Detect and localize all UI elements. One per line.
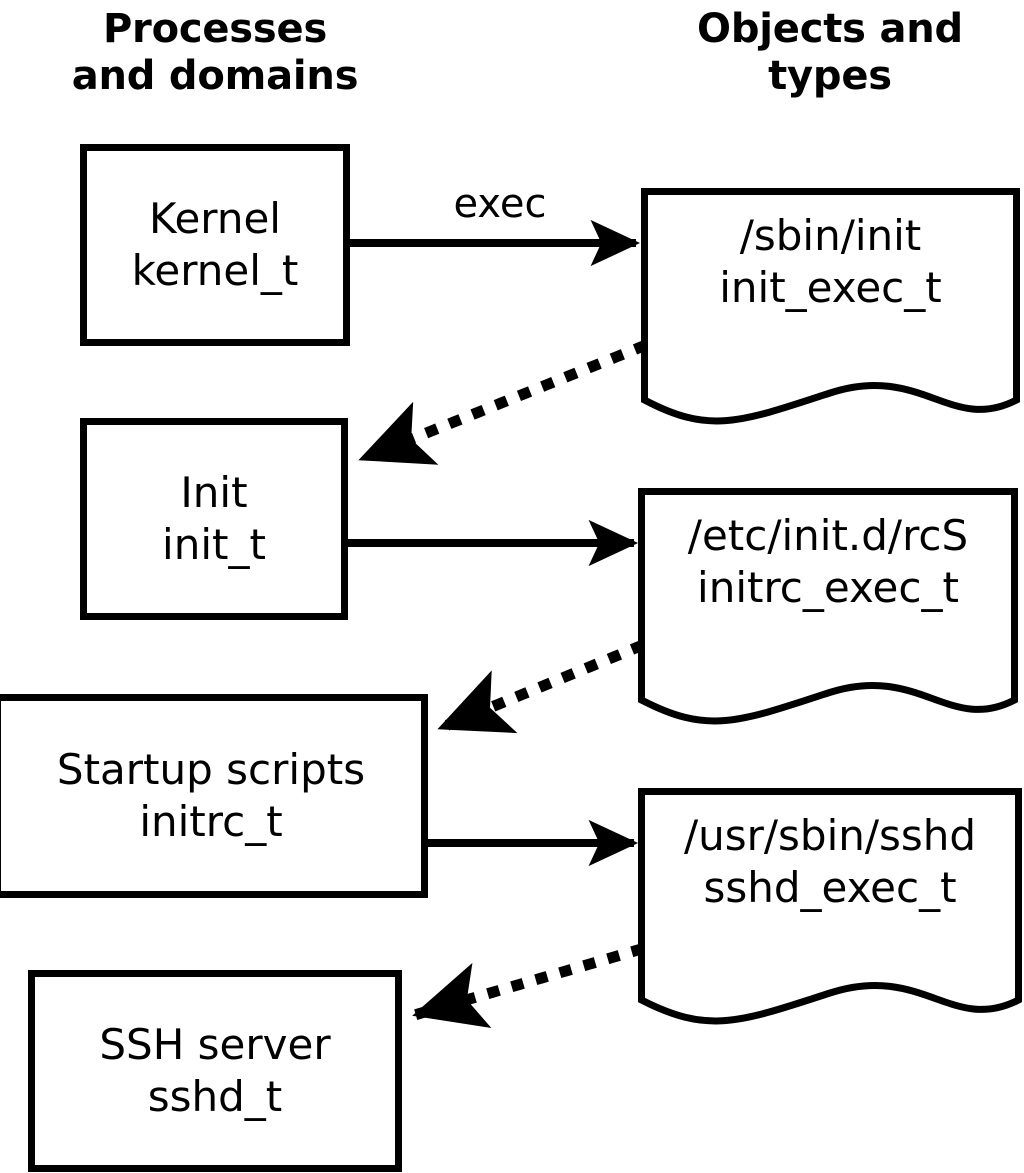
object-doc-usr-sbin-sshd-type: sshd_exec_t — [703, 863, 957, 912]
column-heading-objects-and-types: Objects and types — [697, 6, 963, 99]
process-box-kernel-label: Kernel — [149, 194, 281, 243]
process-box-ssh-server-label: SSH server — [99, 1020, 331, 1069]
edge-label-exec: exec — [453, 181, 547, 227]
arrow-dotted-etc-initd-rcs-to-startup-scripts — [435, 639, 646, 735]
object-doc-sbin-init-type: init_exec_t — [719, 263, 942, 312]
process-box-startup-scripts[interactable]: Startup scripts initrc_t — [0, 694, 428, 898]
process-box-startup-scripts-type: initrc_t — [139, 797, 283, 846]
process-box-kernel[interactable]: Kernel kernel_t — [80, 144, 350, 346]
column-heading-processes-and-domains: Processes and domains — [71, 6, 359, 99]
process-box-startup-scripts-label: Startup scripts — [56, 745, 366, 794]
object-doc-usr-sbin-sshd[interactable]: /usr/sbin/sshd sshd_exec_t — [638, 788, 1022, 1038]
process-box-ssh-server-type: sshd_t — [147, 1072, 283, 1121]
process-box-init[interactable]: Init init_t — [80, 418, 348, 620]
process-box-ssh-server[interactable]: SSH server sshd_t — [28, 970, 402, 1172]
object-doc-sbin-init-path: /sbin/init — [739, 211, 922, 260]
document-shape-icon — [641, 188, 1020, 425]
document-shape-icon — [638, 488, 1018, 725]
document-shape-icon — [638, 788, 1022, 1025]
process-box-init-type: init_t — [162, 520, 266, 569]
arrow-dotted-sbin-init-to-init — [356, 339, 649, 466]
arrow-dotted-usr-sbin-sshd-to-ssh-server — [411, 943, 645, 1028]
object-doc-etc-initd-rcs-type: initrc_exec_t — [697, 563, 959, 612]
object-doc-etc-initd-rcs-path: /etc/init.d/rcS — [687, 511, 969, 560]
object-doc-usr-sbin-sshd-path: /usr/sbin/sshd — [683, 811, 977, 860]
process-box-init-label: Init — [180, 468, 248, 517]
object-doc-etc-initd-rcs[interactable]: /etc/init.d/rcS initrc_exec_t — [638, 488, 1018, 738]
process-box-kernel-type: kernel_t — [131, 246, 299, 295]
object-doc-sbin-init[interactable]: /sbin/init init_exec_t — [641, 188, 1020, 438]
